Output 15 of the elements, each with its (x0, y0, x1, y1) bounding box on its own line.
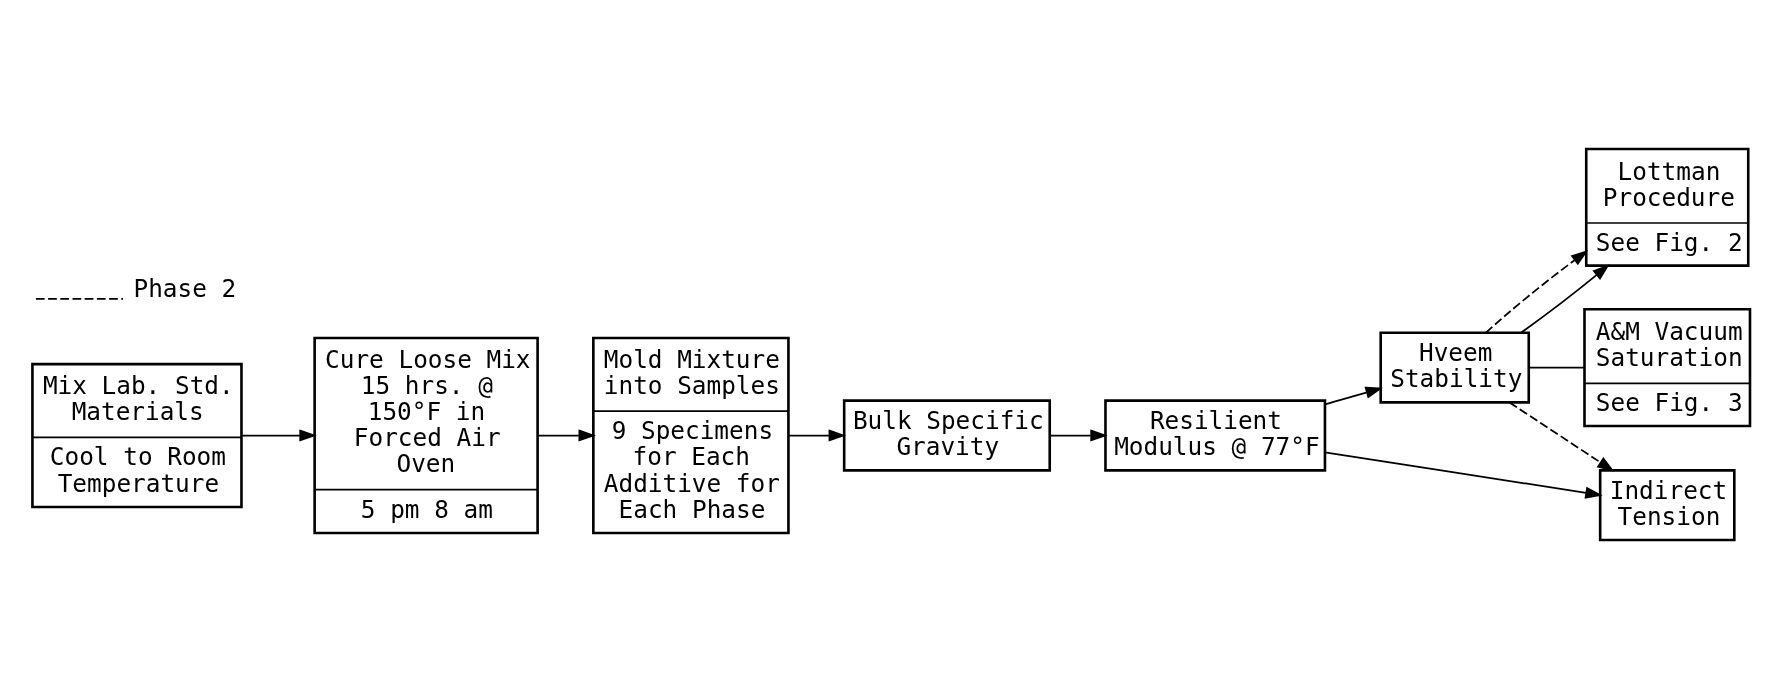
node-box: Hveem Stability (1379, 331, 1531, 404)
arrow (1520, 264, 1610, 334)
arrow (1508, 401, 1615, 472)
arrow (787, 429, 847, 442)
connector (1528, 366, 1585, 369)
arrow (1049, 429, 1108, 442)
node-box: Indirect Tension (1598, 469, 1736, 542)
legend-label: Phase 2 (133, 273, 237, 303)
arrow (537, 429, 596, 442)
arrow (1324, 451, 1603, 499)
arrow (240, 429, 317, 442)
node-box: Resilient Modulus @ 77°F (1104, 399, 1327, 472)
arrow (1324, 386, 1383, 406)
arrow (1485, 250, 1589, 334)
node-box: Bulk Specific Gravity (842, 399, 1052, 472)
